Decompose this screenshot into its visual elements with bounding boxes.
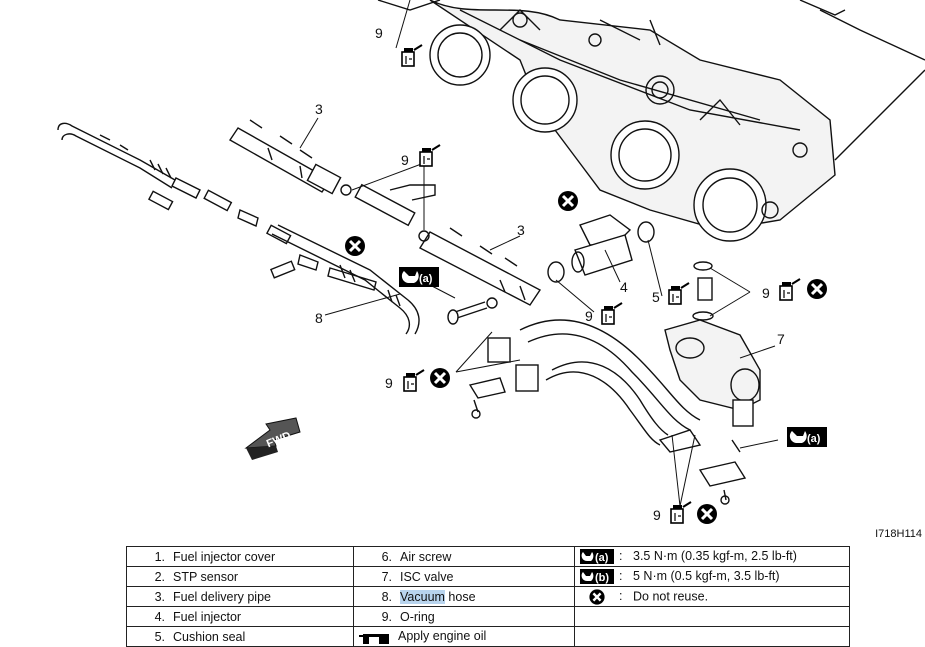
callout-3: 3	[315, 101, 323, 117]
parts-legend-table: 1.Fuel injector cover 6.Air screw (a):3.…	[126, 546, 850, 647]
legend-part-cell: 9.O-ring	[353, 606, 575, 627]
fuel-delivery-pipe-upper	[228, 119, 352, 196]
isc-hoses	[468, 319, 701, 446]
torque-wrench-icon: (b)	[576, 569, 620, 585]
legend-oil-cell: Apply engine oil	[353, 626, 575, 647]
figure-id: I718H114	[875, 528, 922, 540]
oil-can-icon	[355, 630, 399, 644]
legend-part-cell: 3.Fuel delivery pipe	[126, 586, 354, 607]
torque-wrench-icon: (a)	[576, 549, 620, 565]
legend-part-cell: 8.Vacuum hose	[353, 586, 575, 607]
callout-9: 9	[585, 308, 593, 324]
svg-text:(b): (b)	[595, 572, 609, 584]
callout-4: 4	[620, 279, 628, 295]
legend-row: 3.Fuel delivery pipe 8.Vacuum hose :Do n…	[126, 586, 850, 607]
do-not-reuse-icon	[343, 234, 367, 258]
legend-part-cell: 4.Fuel injector	[126, 606, 354, 627]
oil-can-icon	[401, 44, 423, 67]
legend-part-cell: 1.Fuel injector cover	[126, 546, 354, 567]
oil-can-icon	[670, 501, 692, 524]
do-not-reuse-icon	[805, 277, 829, 301]
legend-part-cell: 6.Air screw	[353, 546, 575, 567]
legend-row: 5.Cushion seal Apply engine oil	[126, 626, 850, 647]
do-not-reuse-icon	[556, 189, 580, 213]
do-not-reuse-icon	[576, 588, 620, 605]
legend-part-cell: 2.STP sensor	[126, 566, 354, 587]
oil-can-icon	[601, 302, 623, 325]
legend-row: 1.Fuel injector cover 6.Air screw (a):3.…	[126, 546, 850, 567]
fuel-injector-part	[547, 214, 655, 283]
do-not-reuse-icon	[428, 366, 452, 390]
highlighted-text: Vacuum	[400, 589, 445, 604]
callout-9: 9	[385, 375, 393, 391]
leader-lines	[299, 0, 779, 507]
throttle-body-assembly	[377, 0, 925, 242]
callout-labels: 9 3 9 3 4 9 5 9 7 8 (a) 9 (a) 9	[315, 25, 829, 526]
oil-can-icon	[403, 369, 425, 392]
legend-spec-cell: (b):5 N·m (0.5 kgf-m, 3.5 lb-ft)	[574, 566, 850, 587]
callout-3: 3	[517, 222, 525, 238]
legend-row: 2.STP sensor 7.ISC valve (b):5 N·m (0.5 …	[126, 566, 850, 587]
legend-row: 4.Fuel injector 9.O-ring	[126, 606, 850, 627]
torque-label-a: (a)	[807, 433, 821, 445]
legend-empty-cell	[574, 626, 850, 647]
legend-spec-cell: :Do not reuse.	[574, 586, 850, 607]
fwd-arrow: FWD	[244, 417, 301, 460]
callout-9: 9	[653, 507, 661, 523]
legend-empty-cell	[574, 606, 850, 627]
callout-8: 8	[315, 310, 323, 326]
legend-part-cell: 5.Cushion seal	[126, 626, 354, 647]
callout-9: 9	[375, 25, 383, 41]
mounting-bolt	[447, 297, 498, 325]
fuel-delivery-pipe-lower	[354, 183, 542, 306]
legend-spec-cell: (a):3.5 N·m (0.35 kgf-m, 2.5 lb-ft)	[574, 546, 850, 567]
exploded-parts-diagram: 9 3 9 3 4 9 5 9 7 8 (a) 9 (a) 9 FWD	[57, 0, 925, 526]
vacuum-hose	[271, 224, 420, 335]
do-not-reuse-icon	[695, 502, 719, 526]
callout-9: 9	[762, 285, 770, 301]
oil-can-icon	[668, 282, 690, 305]
oil-can-icon	[779, 278, 801, 301]
oil-can-icon	[419, 144, 441, 167]
callout-9: 9	[401, 152, 409, 168]
callout-7: 7	[777, 331, 785, 347]
fuel-hose	[57, 122, 296, 279]
callout-5: 5	[652, 289, 660, 305]
isc-valve-part	[658, 261, 761, 505]
svg-text:(a): (a)	[595, 552, 609, 564]
legend-part-cell: 7.ISC valve	[353, 566, 575, 587]
torque-label-a: (a)	[419, 273, 433, 285]
